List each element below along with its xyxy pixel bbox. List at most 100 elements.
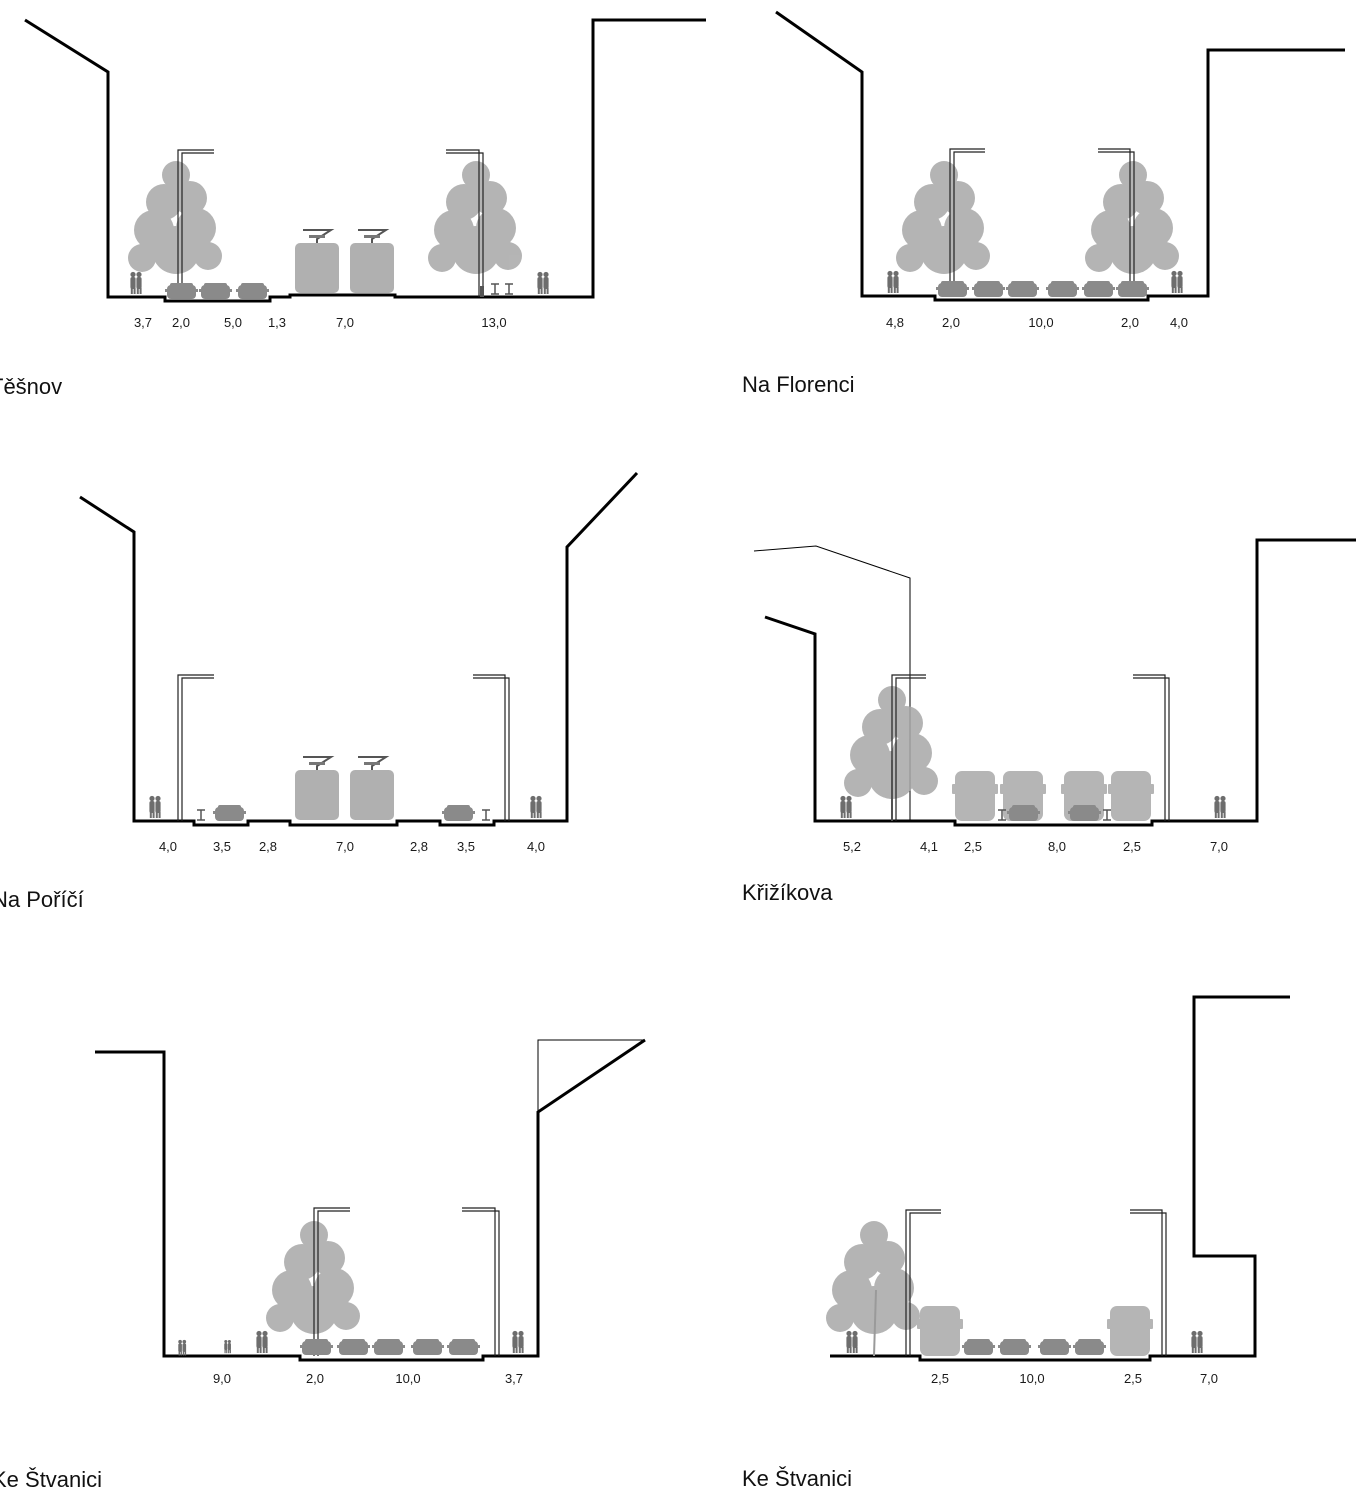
dimension-label: 2,8 [410,839,428,854]
tram-icon [294,756,340,821]
section-ke-stvanici-2: 2,5 10,0 2,5 7,0 [826,995,1290,1386]
person-icon [537,271,549,294]
tram-icon [349,229,395,294]
tree-icon [128,161,222,274]
car-icon [300,1339,333,1355]
building-outline-thin [753,545,911,821]
building-profile [830,995,1290,1362]
dimension-label: 4,0 [1170,315,1188,330]
dimension-label: 2,5 [964,839,982,854]
section-title: Křižíkova [742,880,833,905]
dimension-label: 8,0 [1048,839,1066,854]
dimension-label: 4,8 [886,315,904,330]
dimension-label: 5,0 [224,315,242,330]
car-icon [1007,805,1040,821]
car-icon [165,283,198,299]
dimension-label: 2,5 [1123,839,1141,854]
child-icon [224,1339,231,1354]
streetlamp-icon [473,674,510,821]
person-icon [256,1330,268,1353]
streetlamp-icon [905,1209,941,1356]
streetlamp-icon [177,149,214,297]
person-icon [512,1330,524,1353]
streetlamp-icon [1130,1209,1167,1356]
dimension-label: 13,0 [481,315,506,330]
streetlamp-icon [1133,674,1170,821]
person-icon [840,795,852,818]
child-icon [178,1339,187,1356]
car-icon [998,1339,1031,1355]
section-title: Ke Štvanici [0,1467,103,1492]
building-profile [79,471,639,827]
dimension-label: 1,3 [268,315,286,330]
streetlamp-icon [462,1207,500,1356]
person-icon [1214,795,1226,818]
dimension-label: 10,0 [1028,315,1053,330]
streetlamp-icon [313,1207,350,1356]
person-icon [149,795,161,818]
section-tesnov: 3,7 2,0 5,0 1,3 7,0 13,0 [24,18,706,330]
car-icon [1073,1339,1106,1355]
section-na-florenci: 4,8 2,0 10,0 2,0 4,0 [775,10,1345,330]
car-icon [199,283,232,299]
building-outline-thin [537,1039,645,1112]
dimension-label: 3,5 [213,839,231,854]
bike-rack-icon [504,283,514,295]
bus-icon [952,771,998,821]
dimension-label: 7,0 [1200,1371,1218,1386]
dimension-label: 3,7 [134,315,152,330]
section-na-porici: 4,0 3,5 2,8 7,0 2,8 3,5 4,0 [79,471,639,854]
car-icon [1046,281,1079,297]
section-title: Na Poříčí [0,887,84,912]
car-icon [236,283,269,299]
dimension-label: 4,0 [159,839,177,854]
car-icon [1006,281,1039,297]
bike-rack-icon [196,809,206,821]
dimension-label: 10,0 [395,1371,420,1386]
section-ke-stvanici-1: 9,0 2,0 10,0 3,7 [95,1038,646,1386]
dimension-label: 7,0 [336,315,354,330]
car-icon [372,1339,405,1355]
section-title: Těšnov [0,374,63,399]
car-icon [1082,281,1115,297]
dimension-label: 2,5 [1124,1371,1142,1386]
tree-icon [266,1221,360,1334]
streetlamp-icon [446,149,484,297]
car-icon [213,805,246,821]
car-icon [442,805,475,821]
bollard [480,286,484,297]
tree-icon [428,161,522,274]
bus-icon [1108,771,1154,821]
person-icon [1191,1330,1203,1353]
dimension-label: 2,0 [1121,315,1139,330]
section-title: Na Florenci [742,372,855,397]
dimension-label: 7,0 [336,839,354,854]
tram-icon [349,756,395,821]
car-icon [936,281,969,297]
dimension-label: 3,7 [505,1371,523,1386]
tree-trunk [873,1289,877,1357]
dimension-label: 2,0 [172,315,190,330]
dimension-label: 2,8 [259,839,277,854]
person-icon [887,270,899,293]
dimension-label: 9,0 [213,1371,231,1386]
dimension-label: 10,0 [1019,1371,1044,1386]
dimension-label: 2,0 [942,315,960,330]
person-icon [846,1330,858,1353]
dimension-label: 2,0 [306,1371,324,1386]
dimension-label: 4,0 [527,839,545,854]
bike-rack-icon [481,809,491,821]
car-icon [962,1339,995,1355]
person-icon [1171,270,1183,293]
person-icon [130,271,142,294]
bus-icon [1107,1306,1153,1356]
streetlamp-icon [1098,148,1135,296]
section-title: Ke Štvanici [742,1466,853,1491]
dimension-label: 7,0 [1210,839,1228,854]
tree-icon [896,161,990,274]
building-profile [775,10,1345,302]
car-icon [411,1339,444,1355]
dimension-label: 4,1 [920,839,938,854]
tram-icon [294,229,340,294]
